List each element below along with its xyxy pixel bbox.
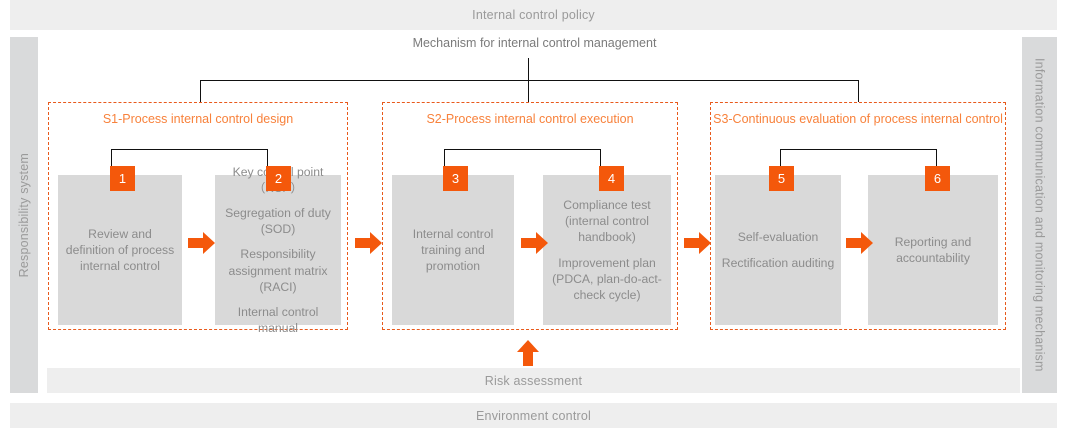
trunk-vertical-connector bbox=[528, 58, 529, 80]
trunk-drop-connector-stage-3 bbox=[858, 80, 859, 102]
step-card-6-line-1: Reporting and accountability bbox=[894, 234, 972, 265]
stage-2-bracket-horizontal bbox=[444, 149, 600, 150]
step-card-4[interactable]: Compliance test (internal control handbo… bbox=[543, 175, 671, 325]
trunk-drop-connector-stage-1 bbox=[200, 80, 201, 102]
stage-group-s3[interactable]: S3-Continuous evaluation of process inte… bbox=[710, 102, 1006, 330]
arrow-right-icon-5-to-6 bbox=[846, 232, 873, 254]
arrow-right-icon-stage2-to-stage3 bbox=[684, 232, 711, 254]
stage-1-bracket-drop-left bbox=[111, 149, 112, 167]
arrow-right-icon-3-to-4 bbox=[521, 232, 548, 254]
mechanism-caption: Mechanism for internal control managemen… bbox=[412, 36, 657, 50]
step-badge-3: 3 bbox=[443, 166, 468, 191]
step-card-1[interactable]: Review and definition of process interna… bbox=[58, 175, 182, 325]
stage-1-bracket-drop-right bbox=[267, 149, 268, 167]
step-card-5-line-1: Self-evaluation bbox=[737, 230, 819, 245]
band-internal-control-policy: Internal control policy bbox=[10, 0, 1057, 30]
stage-group-s1[interactable]: S1-Process internal control design bbox=[48, 102, 348, 330]
band-environment-control: Environment control bbox=[10, 403, 1057, 428]
step-badge-5: 5 bbox=[769, 166, 794, 191]
trunk-drop-connector-stage-2 bbox=[528, 80, 529, 102]
stage-2-bracket-drop-left bbox=[444, 149, 445, 167]
stage-3-bracket-horizontal bbox=[780, 149, 936, 150]
stage-1-bracket-horizontal bbox=[111, 149, 267, 150]
band-risk-assessment-label: Risk assessment bbox=[484, 373, 583, 388]
band-internal-control-policy-label: Internal control policy bbox=[472, 8, 595, 22]
side-band-responsibility-system-label: Responsibility system bbox=[17, 152, 31, 278]
step-card-1-line-1: Review and definition of process interna… bbox=[65, 226, 175, 274]
step-card-2-line-3: Responsibility assignment matrix (RACI) bbox=[228, 247, 328, 294]
band-environment-control-label: Environment control bbox=[476, 408, 591, 423]
step-card-3-line-1: Internal control training and promotion bbox=[412, 226, 494, 274]
step-card-5-line-2: Rectification auditing bbox=[721, 255, 835, 270]
step-card-5[interactable]: Self-evaluation Rectification auditing bbox=[715, 175, 841, 325]
stage-group-s2[interactable]: S2-Process internal control execution bbox=[382, 102, 678, 330]
step-badge-2: 2 bbox=[266, 166, 291, 191]
side-band-information-communication-label: Information communication and monitoring… bbox=[1032, 58, 1047, 372]
arrow-right-icon-1-to-2 bbox=[188, 232, 215, 254]
trunk-horizontal-connector bbox=[200, 80, 859, 81]
arrow-right-icon-stage1-to-stage2 bbox=[355, 232, 382, 254]
stage-title-s1: S1-Process internal control design bbox=[102, 112, 294, 126]
arrow-up-icon-risk-assessment bbox=[517, 340, 539, 366]
step-badge-4: 4 bbox=[599, 166, 624, 191]
step-card-2-line-2: Segregation of duty (SOD) bbox=[225, 206, 331, 237]
stage-title-s3: S3-Continuous evaluation of process inte… bbox=[713, 112, 1003, 126]
step-card-3[interactable]: Internal control training and promotion bbox=[392, 175, 514, 325]
step-card-2-line-4: Internal control manual bbox=[237, 304, 319, 335]
side-band-information-communication: Information communication and monitoring… bbox=[1022, 37, 1057, 393]
stage-3-bracket-drop-right bbox=[936, 149, 937, 167]
step-card-6[interactable]: Reporting and accountability bbox=[868, 175, 998, 325]
step-card-2[interactable]: Key control point（KCP） Segregation of du… bbox=[215, 165, 341, 335]
step-badge-1: 1 bbox=[110, 166, 135, 191]
stage-3-bracket-drop-left bbox=[780, 149, 781, 167]
step-card-4-line-1: Compliance test (internal control handbo… bbox=[563, 198, 651, 245]
stage-title-s2: S2-Process internal control execution bbox=[426, 112, 634, 126]
stage-2-bracket-drop-right bbox=[600, 149, 601, 167]
step-card-4-line-2: Improvement plan (PDCA, plan-do-act-chec… bbox=[552, 255, 662, 302]
band-risk-assessment: Risk assessment bbox=[47, 368, 1020, 393]
side-band-responsibility-system: Responsibility system bbox=[10, 37, 38, 393]
step-badge-6: 6 bbox=[925, 166, 950, 191]
